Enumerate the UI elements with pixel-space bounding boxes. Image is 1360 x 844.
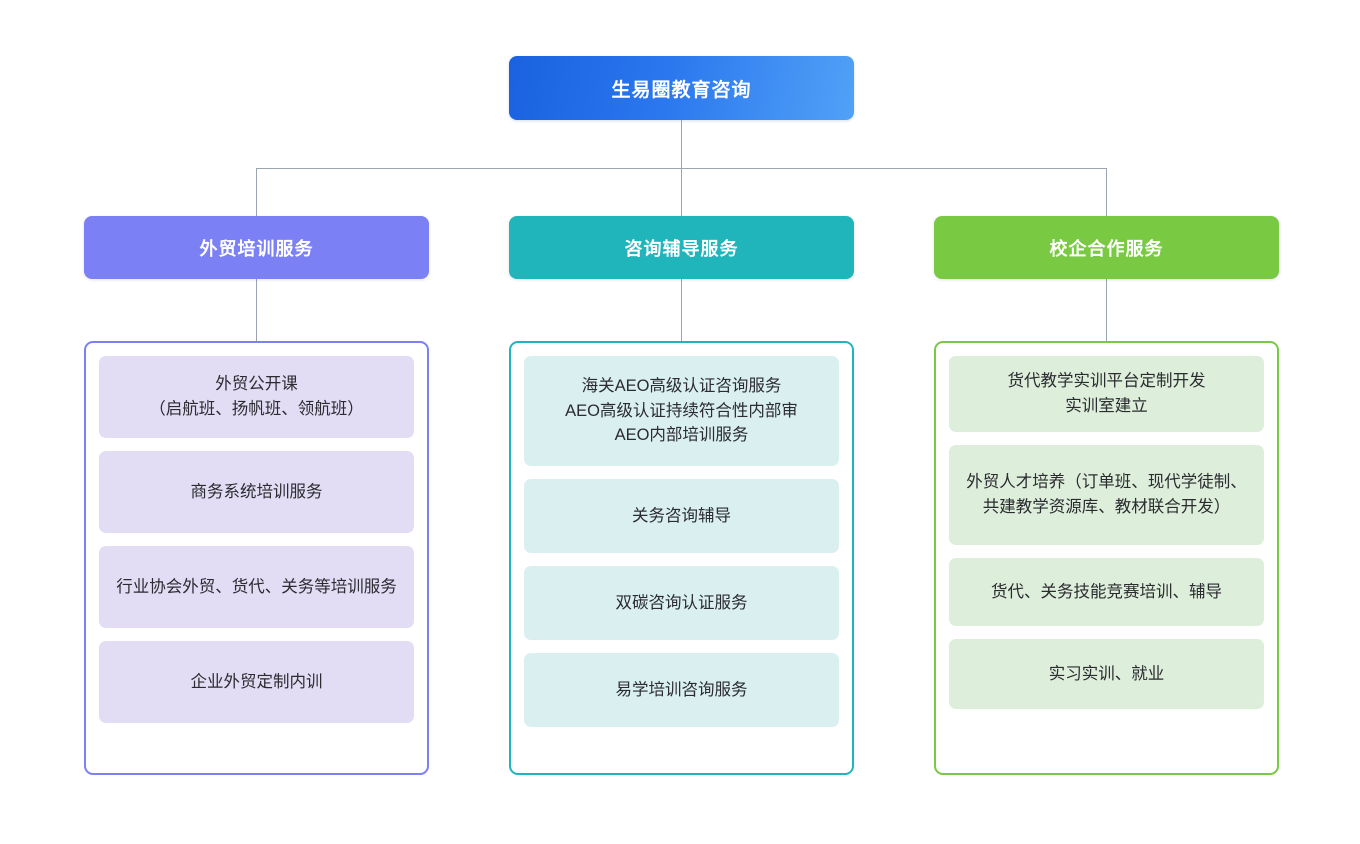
branch-column-2: 咨询辅导服务 海关AEO高级认证咨询服务 AEO高级认证持续符合性内部审 AEO… xyxy=(509,216,854,775)
leaf-item[interactable]: 双碳咨询认证服务 xyxy=(524,566,839,640)
leaf-item[interactable]: 企业外贸定制内训 xyxy=(99,641,414,723)
branch-header-3[interactable]: 校企合作服务 xyxy=(934,216,1279,279)
root-node[interactable]: 生易圈教育咨询 xyxy=(509,56,854,120)
connector-header-to-group-3 xyxy=(1106,279,1107,341)
branch-header-1-label: 外贸培训服务 xyxy=(199,238,314,259)
connector-drop-branch-1 xyxy=(256,168,257,216)
branch-header-2-label: 咨询辅导服务 xyxy=(624,238,739,259)
branch-column-3: 校企合作服务 货代教学实训平台定制开发 实训室建立 外贸人才培养（订单班、现代学… xyxy=(934,216,1279,775)
leaf-item[interactable]: 商务系统培训服务 xyxy=(99,451,414,533)
leaf-item[interactable]: 货代、关务技能竞赛培训、辅导 xyxy=(949,558,1264,626)
leaf-item[interactable]: 关务咨询辅导 xyxy=(524,479,839,553)
branch-group-box-2: 海关AEO高级认证咨询服务 AEO高级认证持续符合性内部审 AEO内部培训服务 … xyxy=(509,341,854,775)
leaf-item[interactable]: 外贸公开课 （启航班、扬帆班、领航班） xyxy=(99,356,414,438)
branch-column-1: 外贸培训服务 外贸公开课 （启航班、扬帆班、领航班） 商务系统培训服务 行业协会… xyxy=(84,216,429,775)
connector-header-to-group-1 xyxy=(256,279,257,341)
connector-header-to-group-2 xyxy=(681,279,682,341)
branch-group-box-3: 货代教学实训平台定制开发 实训室建立 外贸人才培养（订单班、现代学徒制、共建教学… xyxy=(934,341,1279,775)
branch-header-3-label: 校企合作服务 xyxy=(1049,238,1164,259)
connector-root-stem xyxy=(681,120,682,168)
leaf-item[interactable]: 实习实训、就业 xyxy=(949,639,1264,709)
branch-header-1[interactable]: 外贸培训服务 xyxy=(84,216,429,279)
connector-drop-branch-2 xyxy=(681,168,682,216)
leaf-item[interactable]: 行业协会外贸、货代、关务等培训服务 xyxy=(99,546,414,628)
leaf-item[interactable]: 易学培训咨询服务 xyxy=(524,653,839,727)
branch-group-box-1: 外贸公开课 （启航班、扬帆班、领航班） 商务系统培训服务 行业协会外贸、货代、关… xyxy=(84,341,429,775)
branch-header-2[interactable]: 咨询辅导服务 xyxy=(509,216,854,279)
connector-drop-branch-3 xyxy=(1106,168,1107,216)
leaf-item[interactable]: 外贸人才培养（订单班、现代学徒制、共建教学资源库、教材联合开发） xyxy=(949,445,1264,545)
root-node-label: 生易圈教育咨询 xyxy=(611,79,752,101)
leaf-item[interactable]: 海关AEO高级认证咨询服务 AEO高级认证持续符合性内部审 AEO内部培训服务 xyxy=(524,356,839,466)
leaf-item[interactable]: 货代教学实训平台定制开发 实训室建立 xyxy=(949,356,1264,432)
